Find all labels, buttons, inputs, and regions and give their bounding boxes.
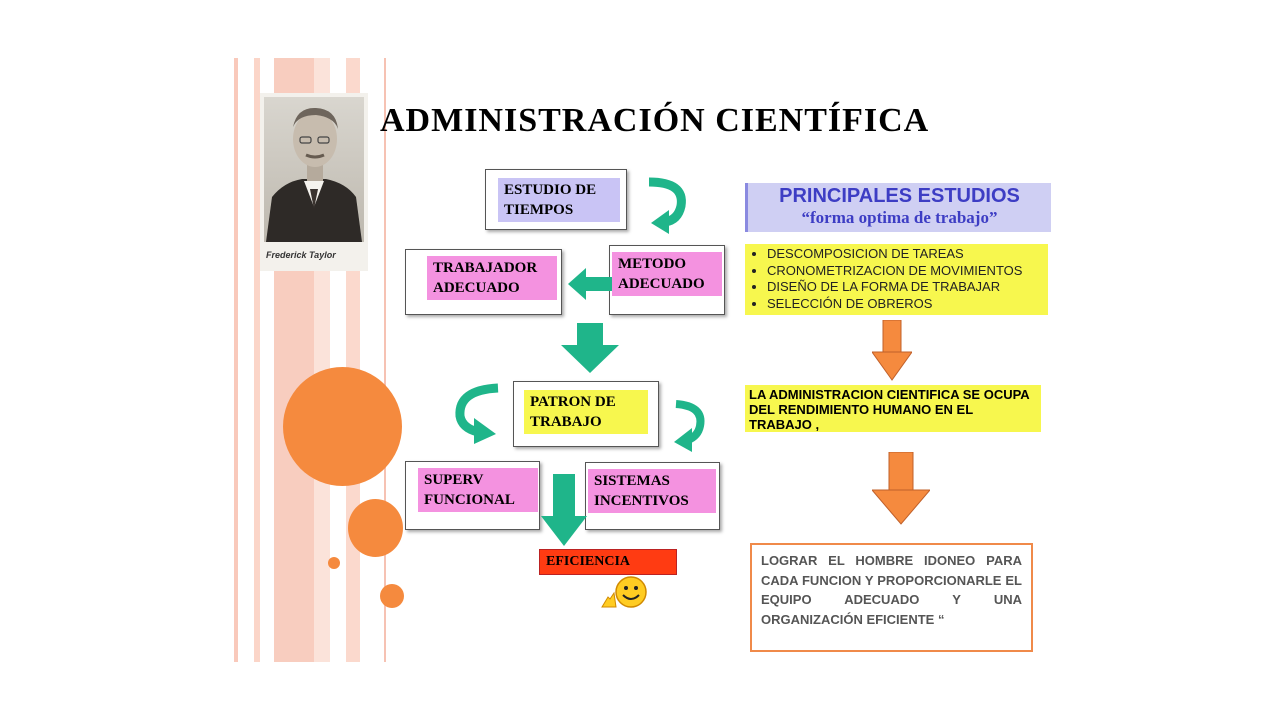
medium-orange-circle bbox=[348, 499, 403, 557]
orange-arrow-down-2-icon bbox=[872, 452, 930, 525]
arrow-down-icon bbox=[561, 323, 619, 373]
portrait-caption: Frederick Taylor bbox=[266, 250, 336, 260]
trabajador-adecuado-label: TRABAJADOR ADECUADO bbox=[427, 256, 557, 300]
curved-arrow-right-icon bbox=[674, 400, 705, 452]
patron-trabajo-label: PATRON DE TRABAJO bbox=[524, 390, 648, 434]
superv-funcional-box: SUPERV FUNCIONAL bbox=[405, 461, 540, 530]
portrait-image bbox=[264, 97, 364, 242]
sistemas-incentivos-box: SISTEMAS INCENTIVOS bbox=[585, 462, 720, 530]
studies-list: DESCOMPOSICION DE TAREAS CRONOMETRIZACIO… bbox=[745, 244, 1048, 315]
arrow-down-eficiencia-icon bbox=[541, 474, 587, 546]
thumbs-up-smiley-icon bbox=[601, 576, 647, 608]
estudio-tiempos-label: ESTUDIO DE TIEMPOS bbox=[498, 178, 620, 222]
principales-estudios-title: PRINCIPALES ESTUDIOS bbox=[779, 185, 1020, 207]
small-orange-circle bbox=[380, 584, 404, 608]
orange-arrow-down-icon bbox=[872, 320, 912, 381]
principales-estudios-header: PRINCIPALES ESTUDIOS “forma optima de tr… bbox=[745, 183, 1051, 232]
tiny-orange-circle bbox=[328, 557, 340, 569]
sistemas-incentivos-label: SISTEMAS INCENTIVOS bbox=[588, 469, 716, 513]
goal-text: LOGRAR EL HOMBRE IDONEO PARA CADA FUNCIO… bbox=[750, 543, 1033, 652]
metodo-adecuado-label: METODO ADECUADO bbox=[612, 252, 722, 296]
conclusion-text: LA ADMINISTRACION CIENTIFICA SE OCUPA DE… bbox=[745, 385, 1041, 432]
list-item: DISEÑO DE LA FORMA DE TRABAJAR bbox=[767, 279, 1048, 296]
metodo-adecuado-box: METODO ADECUADO bbox=[609, 245, 725, 315]
page-title: ADMINISTRACIÓN CIENTÍFICA bbox=[380, 102, 930, 139]
superv-funcional-label: SUPERV FUNCIONAL bbox=[418, 468, 538, 512]
eficiencia-box: EFICIENCIA bbox=[539, 549, 677, 575]
patron-trabajo-box: PATRON DE TRABAJO bbox=[513, 381, 659, 447]
arrow-left-icon bbox=[568, 268, 612, 300]
list-item: SELECCIÓN DE OBREROS bbox=[767, 296, 1048, 313]
large-orange-circle bbox=[283, 367, 402, 486]
curved-arrow-down-right-icon bbox=[648, 177, 686, 234]
list-item: CRONOMETRIZACION DE MOVIMIENTOS bbox=[767, 263, 1048, 280]
estudio-tiempos-box: ESTUDIO DE TIEMPOS bbox=[485, 169, 627, 230]
list-item: DESCOMPOSICION DE TAREAS bbox=[767, 246, 1048, 263]
principales-estudios-subtitle: “forma optima de trabajo” bbox=[801, 208, 998, 227]
trabajador-adecuado-box: TRABAJADOR ADECUADO bbox=[405, 249, 562, 315]
curved-arrow-left-icon bbox=[455, 383, 499, 444]
